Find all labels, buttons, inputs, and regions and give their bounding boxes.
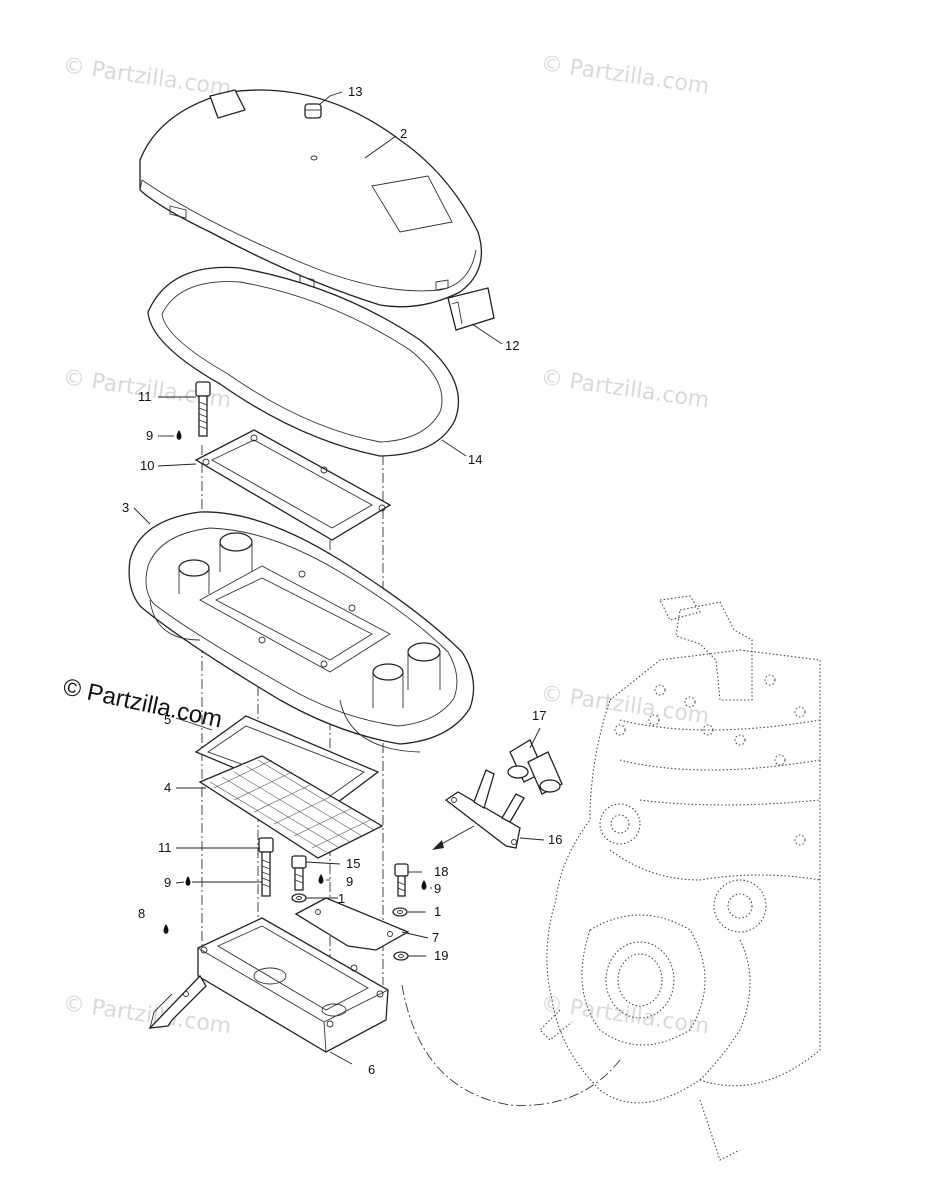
callout-9-upper: 9: [146, 428, 153, 443]
drop-icon: [176, 430, 182, 440]
callout-3: 3: [122, 500, 129, 515]
bracket-plate-part: [294, 897, 410, 951]
callout-14: 14: [468, 452, 482, 467]
callout-12: 12: [505, 338, 519, 353]
drop-icon: [163, 924, 169, 934]
watermark-text: © Partzilla.com: [539, 51, 711, 99]
callout-1-mid: 1: [338, 891, 345, 906]
seal-gasket-part: [147, 266, 459, 457]
callout-2: 2: [400, 126, 407, 141]
callout-19: 19: [434, 948, 448, 963]
drop-icon: [421, 880, 427, 890]
screen-part: [198, 755, 384, 859]
callout-11-lower: 11: [158, 840, 172, 855]
callout-1-right: 1: [434, 904, 441, 919]
callout-16: 16: [548, 832, 562, 847]
watermark-prominent: © Partzilla.com: [61, 673, 225, 733]
watermark-text: © Partzilla.com: [539, 365, 711, 413]
short-bolt-part: [291, 855, 307, 891]
watermark-text: © Partzilla.com: [61, 53, 233, 101]
cover-part: [139, 89, 482, 308]
callout-18: 18: [434, 864, 448, 879]
clip-part: [447, 287, 495, 331]
callout-7: 7: [432, 930, 439, 945]
callout-17: 17: [532, 708, 546, 723]
callout-labels: 13 2 12 11 9 14 10 3 5 17 4 16 11 15 18 …: [122, 84, 562, 1077]
watermark-text: © Partzilla.com: [539, 991, 711, 1039]
callout-11-upper: 11: [138, 389, 152, 404]
bolts: [195, 381, 409, 897]
flange-gasket-part: [194, 429, 392, 541]
support-part: [444, 769, 525, 849]
grommet-part: [304, 103, 322, 119]
callout-9-right: 9: [434, 881, 441, 896]
lubricant-drop-icons: [163, 430, 427, 934]
washers: [291, 893, 409, 961]
engine-outline: [539, 595, 821, 1161]
callout-6: 6: [368, 1062, 375, 1077]
hoses-part: [507, 739, 563, 795]
small-bolt-part: [394, 863, 409, 897]
silencer-base-part: [128, 511, 475, 753]
long-bolt-part: [258, 837, 274, 897]
callout-8: 8: [138, 906, 145, 921]
callout-13: 13: [348, 84, 362, 99]
drop-icon: [318, 874, 324, 884]
callout-5: 5: [164, 712, 171, 727]
upper-bolt-part: [195, 381, 211, 437]
callout-9-left: 9: [164, 875, 171, 890]
leader-lines: [133, 91, 545, 1065]
callout-10: 10: [140, 458, 154, 473]
drop-icon: [185, 876, 191, 886]
callout-9-mid: 9: [346, 874, 353, 889]
watermark-text: © Partzilla.com: [61, 991, 233, 1039]
callout-15: 15: [346, 856, 360, 871]
lower-housing-part: [148, 917, 389, 1053]
callout-4: 4: [164, 780, 171, 795]
